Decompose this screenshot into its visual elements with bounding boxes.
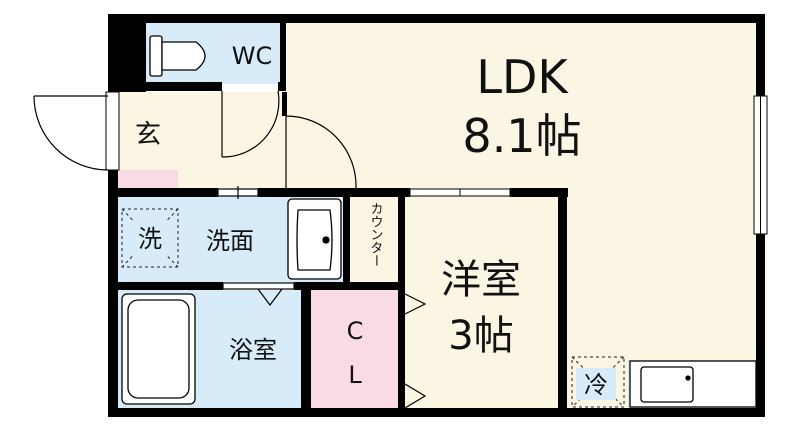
washbasin-icon	[287, 198, 342, 280]
entrance-label: 玄	[135, 120, 161, 150]
wall-entry-bottom	[108, 188, 218, 197]
wall-bath-top	[108, 282, 223, 290]
wall-right-lower	[756, 234, 765, 417]
window-right	[753, 95, 768, 235]
wall-western-right	[558, 188, 567, 416]
wall-left-wc	[108, 14, 146, 92]
western-room-floor	[404, 196, 558, 408]
counter-label: カウンター	[368, 202, 383, 267]
kitchen-sink-icon	[629, 360, 757, 408]
wall-entrance-lower	[108, 170, 118, 190]
toilet-icon	[149, 35, 206, 77]
wall-bath-top-right	[294, 282, 404, 290]
bath-label: 浴室	[229, 336, 277, 364]
wall-western-top-right	[510, 188, 568, 197]
wall-left-lower	[108, 196, 118, 417]
washer-label: 洗	[138, 225, 162, 253]
bathtub-icon	[121, 293, 196, 405]
wall-counter-right	[398, 196, 405, 292]
wall-bath-right	[301, 282, 311, 416]
entrance-door	[33, 95, 109, 171]
washing-machine-space	[121, 208, 179, 268]
wall-wc-right	[280, 22, 286, 82]
closet-doors	[404, 293, 427, 409]
wall-top	[108, 14, 765, 23]
wall-bottom	[108, 408, 765, 417]
washroom-sliding-door	[217, 186, 259, 199]
western-size-label: 3帖	[448, 313, 513, 359]
wall-right-upper	[756, 14, 765, 96]
entrance-mat	[118, 170, 178, 189]
western-sliding-door	[409, 188, 511, 197]
window-entrance	[105, 91, 120, 171]
wall-wc-bottom	[146, 82, 222, 91]
wall-hall-bottom	[258, 188, 365, 197]
wall-wash-right	[343, 196, 350, 286]
ldk-size-label: 8.1帖	[462, 109, 581, 163]
ldk-door	[285, 115, 357, 189]
wc-door	[221, 90, 280, 158]
walls	[108, 14, 765, 417]
washroom-label: 洗面	[206, 227, 254, 255]
wall-wc-bottom-right	[278, 82, 286, 91]
hall-floor	[178, 92, 283, 189]
closet-l-label: L	[348, 361, 362, 389]
closet-c-label: C	[347, 317, 364, 345]
wall-western-top	[360, 188, 410, 197]
ldk-name-label: LDK	[476, 50, 569, 104]
bath-door	[222, 282, 295, 306]
wall-closet-right	[398, 292, 405, 416]
wall-hall-right	[282, 92, 287, 116]
closet-floor	[311, 290, 400, 408]
counter-floor	[349, 196, 400, 282]
western-name-label: 洋室	[441, 257, 521, 303]
wc-label: WC	[232, 42, 273, 70]
fridge-label: 冷	[584, 371, 608, 399]
